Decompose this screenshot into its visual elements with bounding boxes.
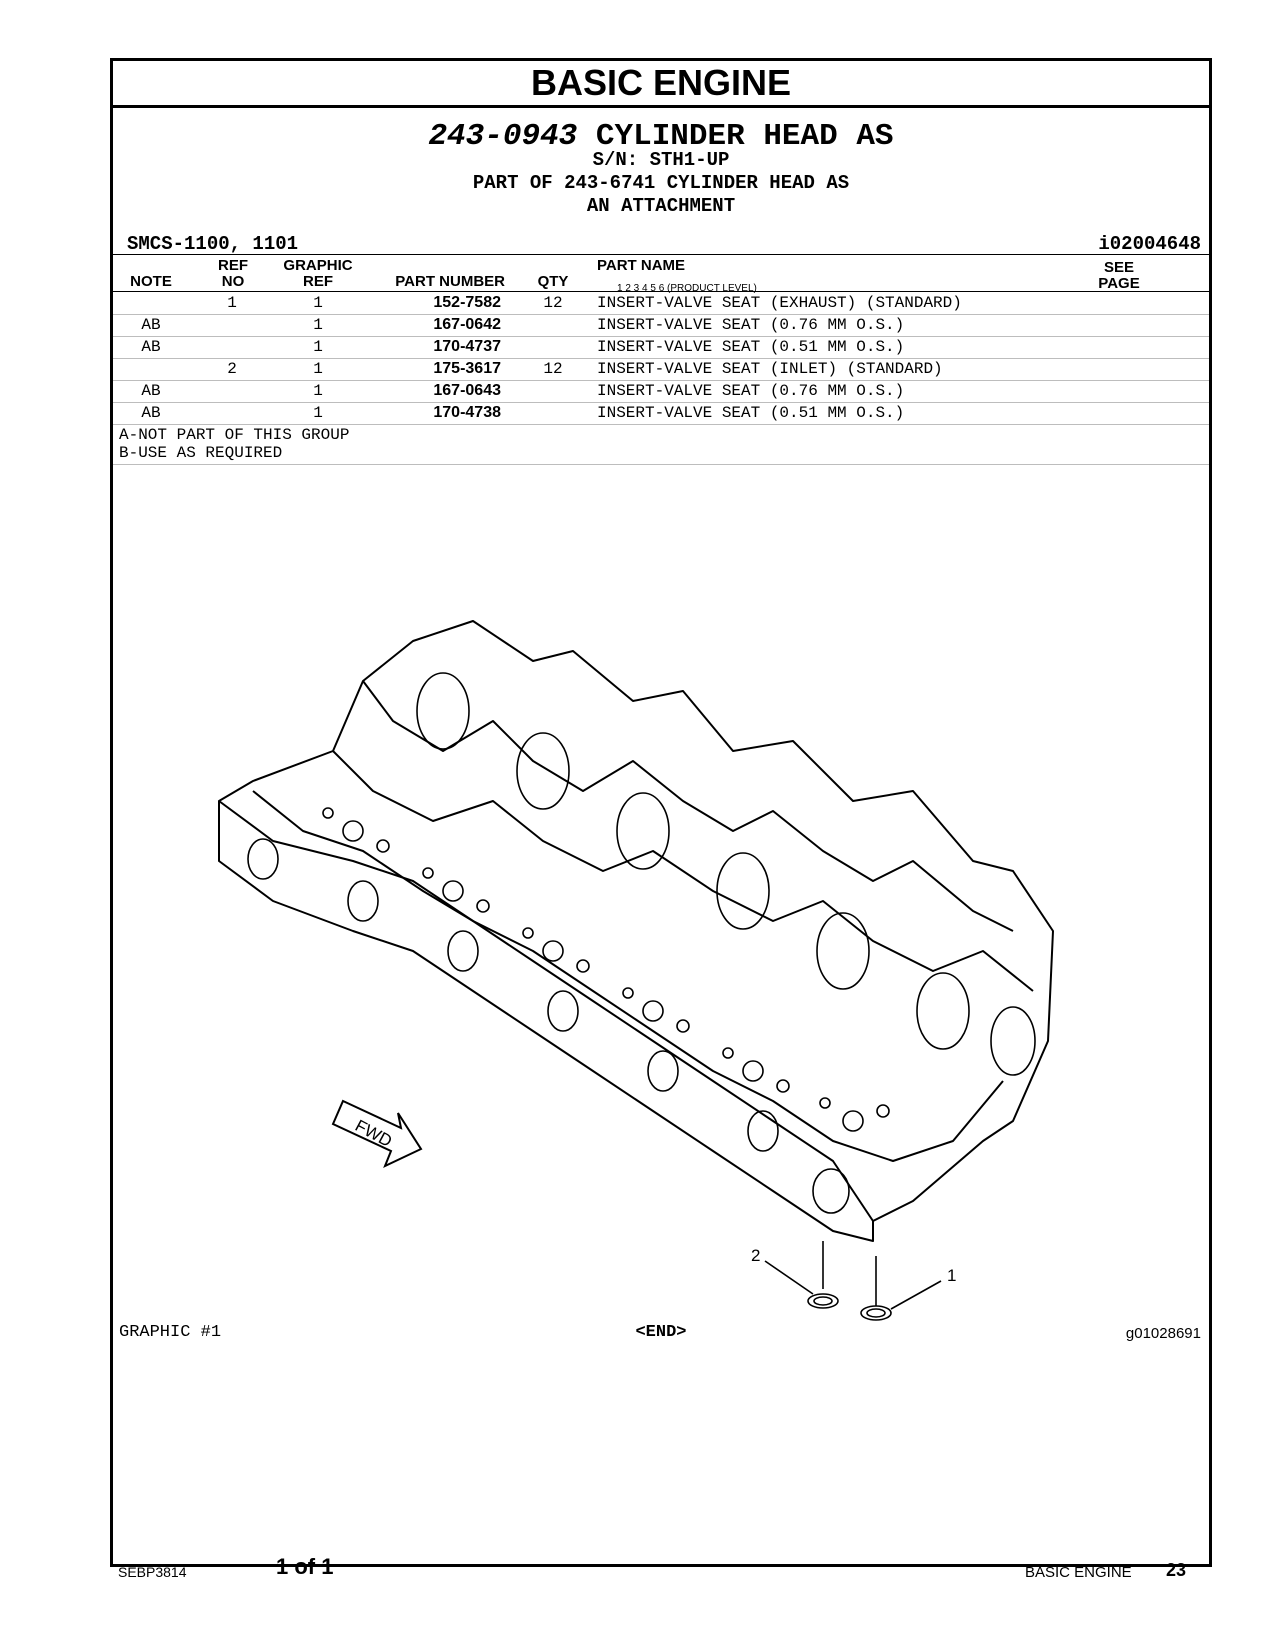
row-qty: 12 [543,360,563,378]
cylinder-head-illustration: FWD 2 1 [218,620,1054,1321]
row-qty: 12 [543,294,563,312]
table-row: 1 1 152-7582 12 INSERT-VALVE SEAT (EXHAU… [113,292,1209,314]
col-graphic-ref-line2: REF [303,273,333,290]
graphic-id: g01028691 [1125,1325,1201,1342]
row-ref-no: 1 [227,294,237,312]
illustration-id: i02004648 [1098,233,1201,255]
col-part-number: PART NUMBER [395,273,505,290]
notes-divider [113,464,1209,465]
row-part-number: 175-3617 [433,360,501,377]
row-graphic-ref: 1 [313,316,323,334]
col-qty: QTY [537,273,569,290]
row-part-number: 167-0642 [433,316,501,333]
row-divider [113,314,1209,315]
row-graphic-ref: 1 [313,382,323,400]
page-count: 1 of 1 [276,1554,334,1579]
col-product-level: 1 2 3 4 5 6 (PRODUCT LEVEL) [617,283,757,294]
row-part-number: 167-0643 [433,382,501,399]
row-part-name: INSERT-VALVE SEAT (EXHAUST) (STANDARD) [597,294,962,312]
col-see-page-line2: PAGE [1098,275,1140,292]
row-divider [113,358,1209,359]
graphic-label: GRAPHIC #1 [119,1323,222,1342]
valve-seat-insert-2 [807,1293,839,1309]
part-title-heading: CYLINDER HEAD AS [595,119,894,154]
col-graphic-ref-line1: GRAPHIC [283,257,353,274]
footnote-b: B-USE AS REQUIRED [119,444,283,462]
callout-2: 2 [751,1246,760,1265]
table-row: 2 1 175-3617 12 INSERT-VALVE SEAT (INLET… [113,358,1209,380]
attachment-line: AN ATTACHMENT [586,195,736,217]
row-part-name: INSERT-VALVE SEAT (0.51 MM O.S.) [597,404,905,422]
row-part-name: INSERT-VALVE SEAT (0.76 MM O.S.) [597,316,905,334]
part-heading: 243-0943 CYLINDER HEAD AS [113,119,1209,154]
row-part-name: INSERT-VALVE SEAT (INLET) (STANDARD) [597,360,943,378]
col-graphic-ref: GRAPHIC REF [277,258,359,290]
table-row: AB 1 170-4737 INSERT-VALVE SEAT (0.51 MM… [113,336,1209,358]
fwd-arrow: FWD [331,1099,423,1168]
part-number-heading: 243-0943 [428,119,578,154]
row-graphic-ref: 1 [313,294,323,312]
row-part-name: INSERT-VALVE SEAT (0.76 MM O.S.) [597,382,905,400]
row-divider [113,336,1209,337]
row-note: AB [141,316,161,334]
callout-1: 1 [947,1266,956,1285]
row-ref-no: 2 [227,360,237,378]
row-divider [113,402,1209,403]
row-graphic-ref: 1 [313,404,323,422]
row-note: AB [141,382,161,400]
serial-number: S/N: STH1-UP [592,149,730,171]
table-row: AB 1 167-0642 INSERT-VALVE SEAT (0.76 MM… [113,314,1209,336]
row-graphic-ref: 1 [313,360,323,378]
table-row: AB 1 170-4738 INSERT-VALVE SEAT (0.51 MM… [113,402,1209,424]
section-title: BASIC ENGINE [113,61,1209,108]
row-divider [113,380,1209,381]
header-divider [113,254,1209,255]
table-row: AB 1 167-0643 INSERT-VALVE SEAT (0.76 MM… [113,380,1209,402]
row-part-number: 170-4738 [433,404,501,421]
table-header-divider [113,291,1209,292]
footnote-a: A-NOT PART OF THIS GROUP [119,426,350,444]
valve-seat-insert-1 [860,1305,892,1321]
col-ref-no: REF NO [211,258,255,290]
footnotes: A-NOT PART OF THIS GROUP B-USE AS REQUIR… [119,426,349,462]
col-part-name: PART NAME [597,257,686,274]
page-frame: BASIC ENGINE 243-0943 CYLINDER HEAD AS S… [110,58,1212,1567]
doc-id: SEBP3814 [118,1564,187,1580]
footer-section: BASIC ENGINE [1025,1564,1132,1581]
row-part-number: 152-7582 [433,294,501,311]
row-graphic-ref: 1 [313,338,323,356]
row-note: AB [141,338,161,356]
row-part-number: 170-4737 [433,338,501,355]
col-see-page: SEE PAGE [1089,260,1149,292]
row-divider [113,424,1209,425]
col-ref-no-line1: REF [218,257,248,274]
smcs-code: SMCS-1100, 1101 [127,233,299,255]
col-note: NOTE [130,273,172,290]
col-ref-no-line2: NO [221,273,245,290]
page-number: 23 [1166,1560,1187,1580]
row-note: AB [141,404,161,422]
end-marker: <END> [635,1323,687,1342]
row-part-name: INSERT-VALVE SEAT (0.51 MM O.S.) [597,338,905,356]
col-see-page-line1: SEE [1103,259,1134,276]
part-of-line: PART OF 243-6741 CYLINDER HEAD AS [472,172,850,194]
